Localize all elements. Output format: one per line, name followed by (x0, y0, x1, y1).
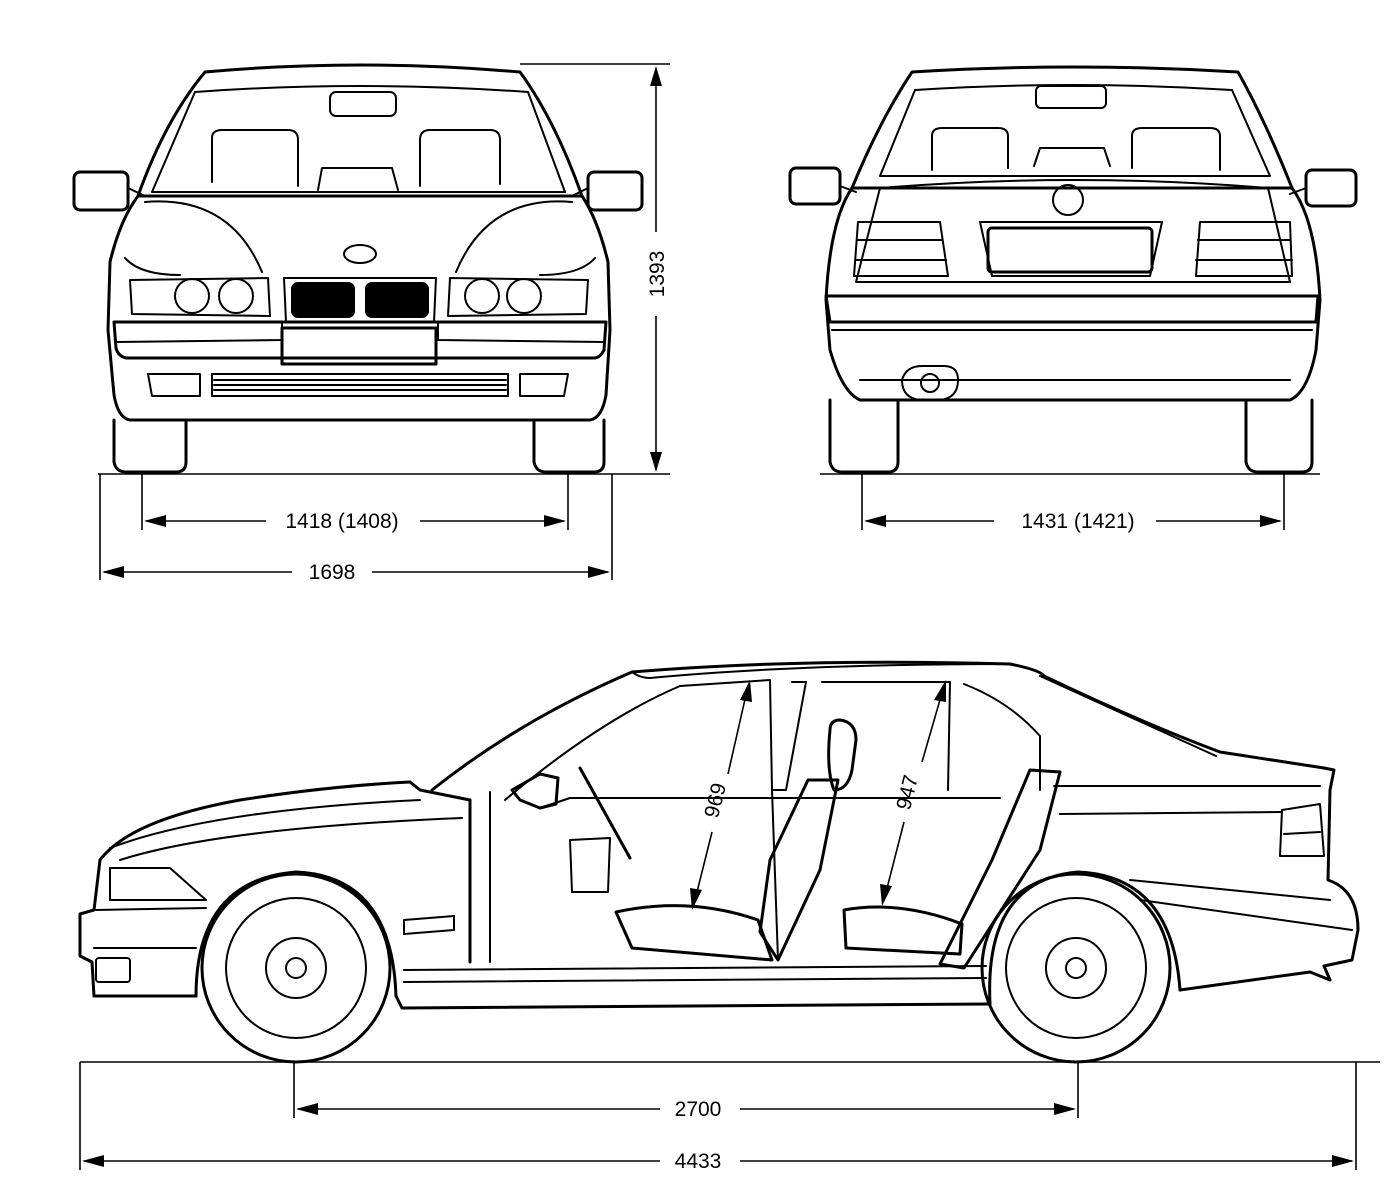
dimension-rear-track: 1431 (1421) (1021, 510, 1134, 533)
side-view (78, 660, 1360, 1064)
front-dimension-lines (98, 63, 670, 580)
rear-view (788, 65, 1358, 474)
dimension-overall-width: 1698 (309, 561, 356, 584)
dimension-overall-length: 4433 (675, 1150, 722, 1173)
rear-dimension-lines (820, 473, 1320, 530)
front-view (72, 63, 644, 474)
dimension-front-height: 1393 (646, 251, 669, 298)
dimension-wheelbase: 2700 (675, 1098, 722, 1121)
dimension-front-track: 1418 (1408) (285, 510, 398, 533)
dimension-front-headroom: 969 (700, 781, 731, 821)
dimension-rear-headroom: 947 (892, 773, 923, 813)
side-dimension-lines (79, 1061, 1380, 1170)
headroom-arrows (690, 680, 946, 910)
